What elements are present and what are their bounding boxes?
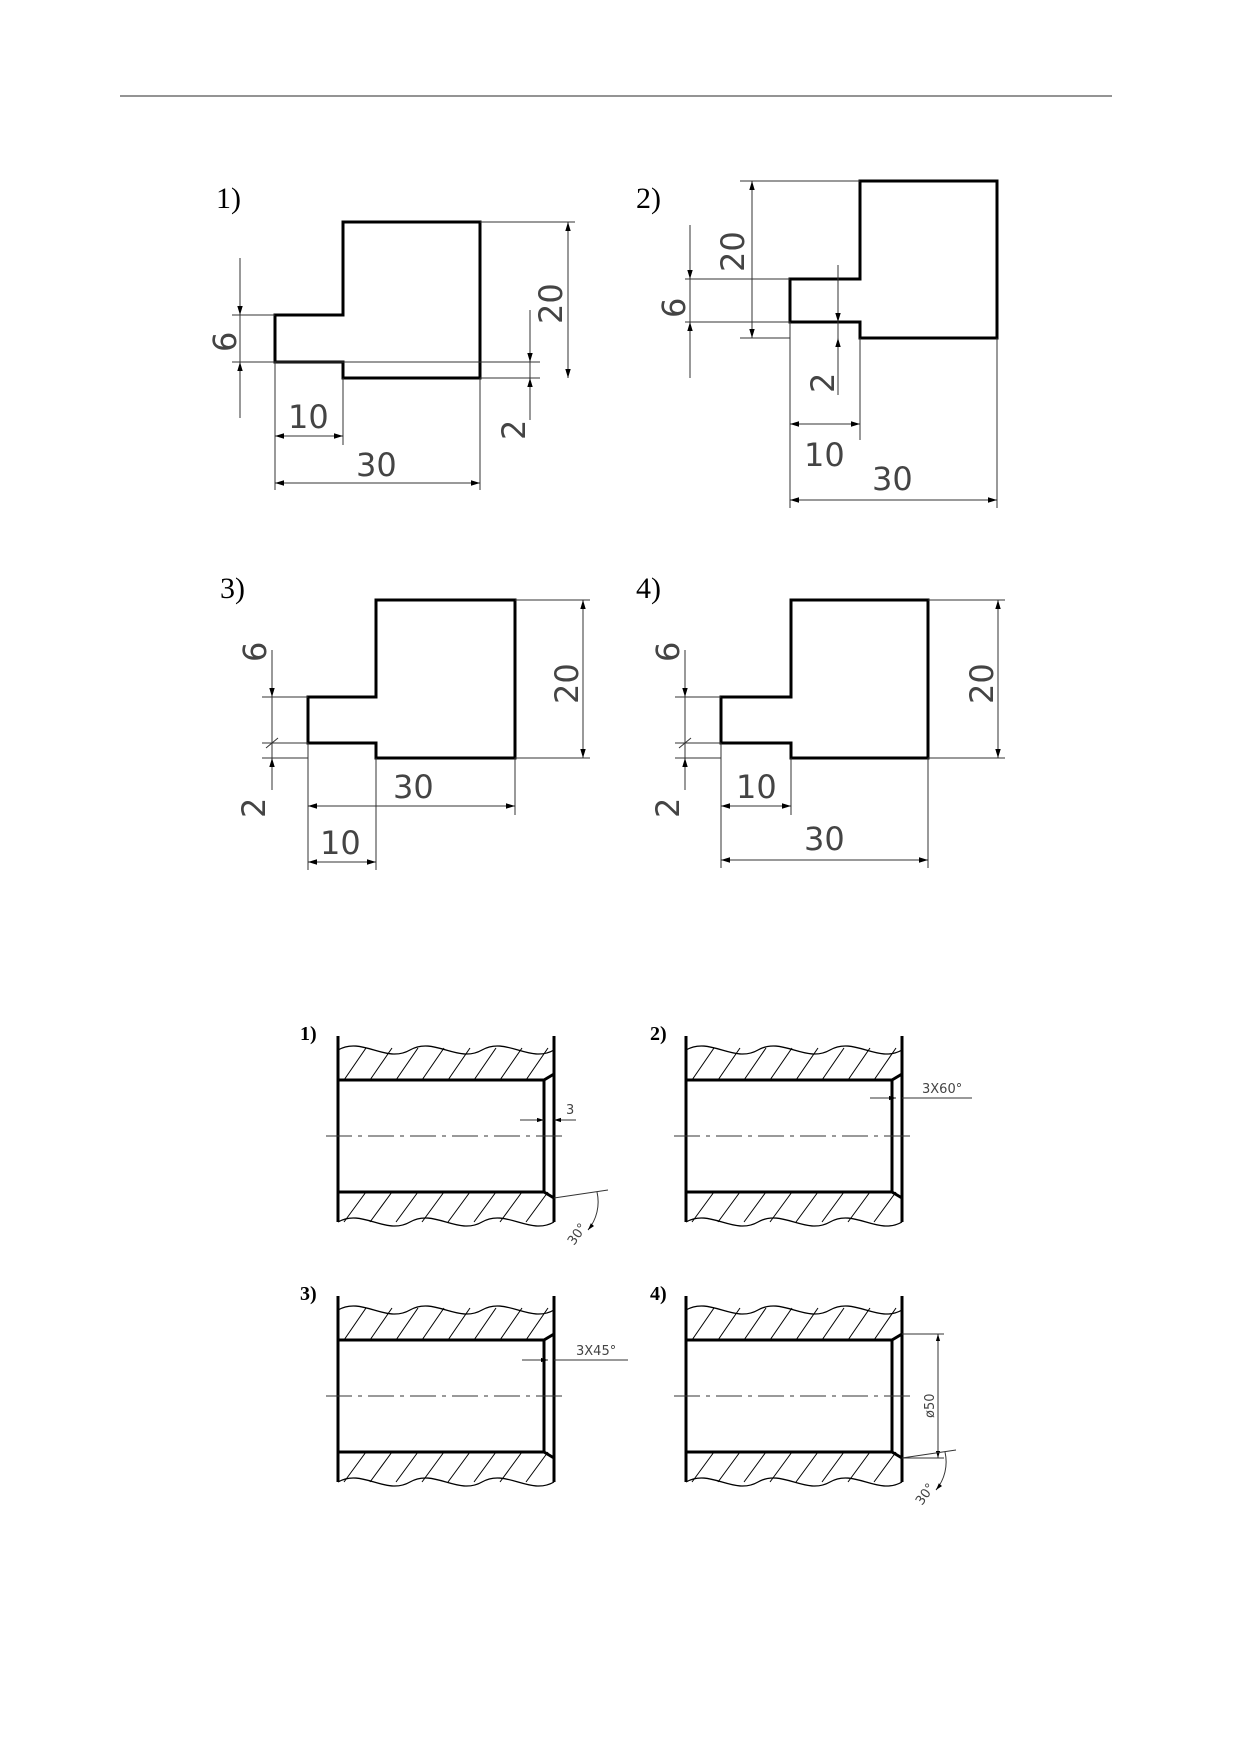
part-outline (788, 179, 999, 340)
dim-20-label: 20 (548, 663, 586, 704)
dim-2-label: 2 (495, 420, 533, 440)
dim-20-label: 20 (963, 663, 1001, 704)
angle-label: 30° (565, 1221, 591, 1248)
hatch-bottom (691, 1191, 897, 1223)
figure-a1-label: 1) (216, 182, 241, 215)
dim-2-label: 2 (649, 798, 687, 818)
dim-10-label: 10 (804, 436, 845, 474)
dim-30-label: 30 (804, 820, 845, 858)
figure-a2-label: 2) (636, 182, 661, 215)
part-outline (273, 220, 482, 380)
dim-6-label: 6 (649, 642, 687, 662)
figure-a3-label: 3) (220, 572, 245, 605)
dim-20-label: 20 (532, 283, 570, 324)
figure-a4-label: 4) (636, 572, 661, 605)
figure-a3: 3) 20 6 2 30 10 (220, 572, 590, 870)
dim-30-label: 30 (356, 446, 397, 484)
hatch-bottom-wavy-edge (685, 1477, 903, 1487)
hatch-bottom (343, 1451, 549, 1483)
hatch-top-wavy-edge (685, 1045, 903, 1055)
dim-6-label: 6 (655, 298, 693, 318)
dim-20-label: 20 (714, 231, 752, 272)
figure-b3-label: 3) (300, 1283, 317, 1305)
hatch-bottom (691, 1451, 897, 1483)
dim-2-label: 2 (235, 798, 273, 818)
dim-6-label: 6 (206, 332, 244, 352)
angle-arc (935, 1451, 947, 1491)
hatch-bottom (343, 1191, 549, 1223)
figure-b1: 1) 3 30° (300, 1023, 609, 1248)
figure-b4-label: 4) (650, 1283, 667, 1305)
hatch-top-wavy-edge (337, 1045, 555, 1055)
angle-arc (587, 1191, 599, 1231)
hatch-top (343, 1047, 549, 1081)
hatch-top (691, 1047, 897, 1081)
part-outline (684, 1296, 904, 1482)
hatch-bottom-wavy-edge (685, 1217, 903, 1227)
hatch-top-wavy-edge (337, 1305, 555, 1315)
figure-a4: 4) 20 6 2 10 30 (636, 572, 1005, 868)
dim-10-label: 10 (288, 398, 329, 436)
hatch-bottom-wavy-edge (337, 1477, 555, 1487)
dim-2-tick (265, 737, 279, 749)
part-outline (336, 1296, 556, 1482)
chamfer-label: 3X60° (922, 1082, 962, 1097)
part-outline (306, 598, 517, 760)
part-outline (684, 1036, 904, 1222)
figure-a1: 1) 20 6 2 10 30 (206, 182, 575, 490)
dim-3-label: 3 (566, 1103, 574, 1118)
figure-b1-label: 1) (300, 1023, 317, 1045)
hatch-top (343, 1307, 549, 1341)
chamfer-label: 3X45° (576, 1344, 616, 1359)
figure-b3: 3) 3X45° (300, 1283, 628, 1487)
figure-a2: 2) 20 6 2 10 30 (636, 179, 999, 508)
dim-2-tick (678, 737, 692, 749)
dim-30-label: 30 (393, 768, 434, 806)
angle-label: 30° (913, 1481, 939, 1508)
angle-ext-line (901, 1449, 957, 1459)
angle-ext-line (553, 1189, 609, 1199)
dim-10-label: 10 (736, 768, 777, 806)
hatch-bottom-wavy-edge (337, 1217, 555, 1227)
dim-6-label: 6 (236, 642, 274, 662)
hatch-top (691, 1307, 897, 1341)
figure-b2: 2) 3X60° (650, 1023, 972, 1227)
dia-label: ø50 (923, 1394, 938, 1419)
dim-10-label: 10 (320, 824, 361, 862)
dim-2-label: 2 (804, 373, 842, 393)
dim-30-label: 30 (872, 460, 913, 498)
figure-b4: 4) ø50 30° (650, 1283, 957, 1508)
part-outline (719, 598, 930, 760)
hatch-top-wavy-edge (685, 1305, 903, 1315)
part-outline (336, 1036, 556, 1222)
figure-b2-label: 2) (650, 1023, 667, 1045)
